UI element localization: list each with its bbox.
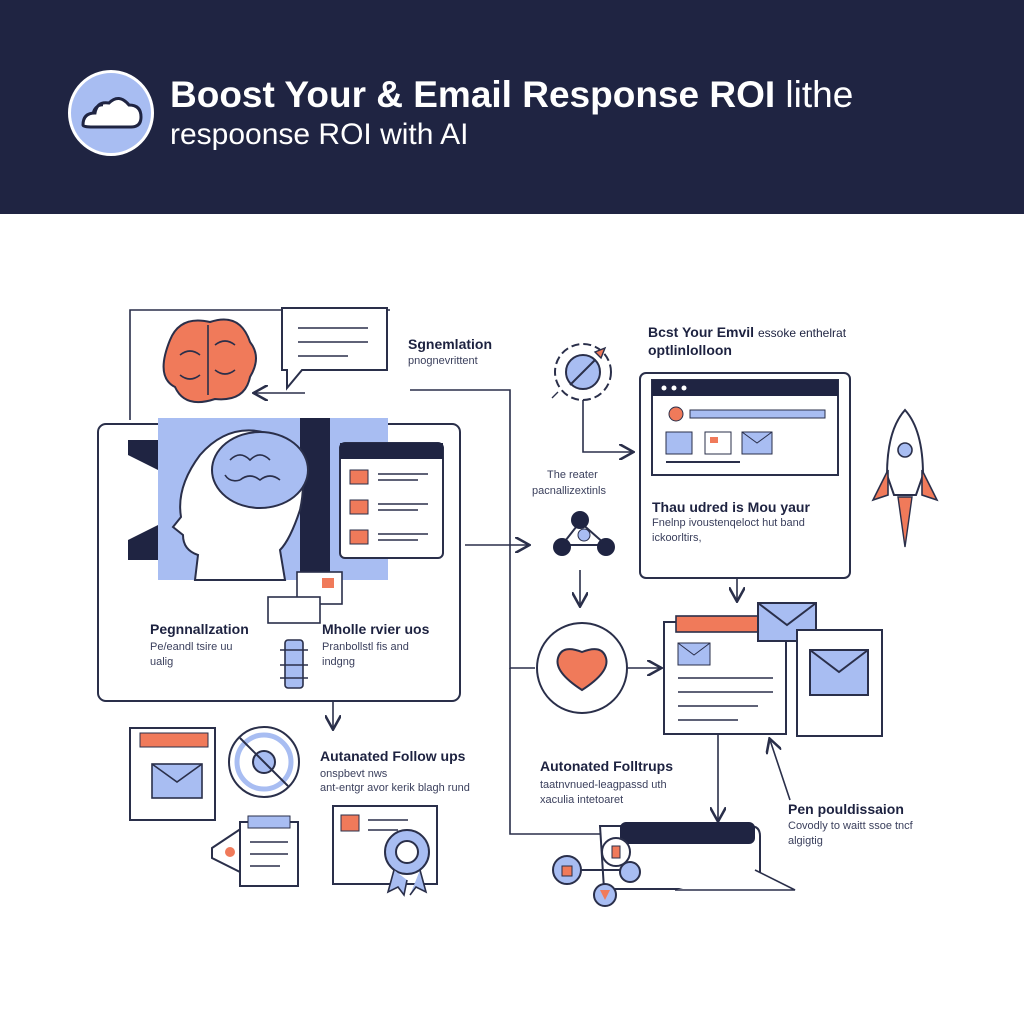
email-card-icon	[129, 727, 216, 821]
pen-subtitle-1: Covodly to waitt ssoe tncf	[788, 820, 913, 832]
badge-icon	[332, 805, 438, 897]
automated-followups-subtitle-2: ant-entgr avor kerik blagh rund	[320, 782, 470, 794]
profile-divider	[300, 418, 330, 578]
server-icon	[552, 822, 796, 907]
card-subtitle-2: ickoorltirs,	[652, 532, 702, 544]
personalization-subtitle-2: ualig	[150, 656, 174, 668]
megaphone-icon	[211, 815, 299, 887]
heart-icon	[536, 622, 628, 714]
rocket-icon	[871, 408, 939, 548]
personalization-title: Pegnnallzation	[150, 621, 249, 637]
automated-followups-subtitle-1: onspbevt nws	[320, 768, 388, 780]
network-icon	[553, 511, 615, 556]
gear-target-icon	[551, 343, 612, 401]
cloud-icon	[81, 97, 143, 129]
cloud-logo	[68, 70, 154, 156]
browser-window-icon	[651, 379, 839, 476]
page-subtitle: respoonse ROI with AI	[170, 118, 469, 151]
automated-followups-title: Autanated Follow ups	[320, 748, 466, 764]
personalization-subtitle-1: Pe/eandl tsire uu	[150, 641, 233, 653]
card-title: Thau udred is Mou yaur	[652, 499, 810, 515]
workflow-diagram	[97, 307, 939, 907]
optimization-title-line2: optlinlolloon	[648, 342, 732, 358]
mini-card-icon	[267, 571, 343, 624]
left-tab-bottom	[128, 525, 158, 560]
head-profile-icon	[171, 429, 309, 581]
automated-followups-2-subtitle-2: xaculia intetoaret	[540, 794, 624, 806]
gear-badge-icon	[228, 726, 300, 798]
page-title: Boost Your & Email Response ROI lithe	[170, 74, 854, 115]
phone-tool-icon	[280, 639, 308, 689]
speech-bubble-icon	[281, 307, 388, 391]
segmentation-title: Sgnemlation	[408, 336, 493, 352]
optimization-title: Bcst Your Emvil essoke enthelrat	[648, 324, 847, 340]
pen-subtitle-2: algigtig	[788, 835, 823, 847]
checklist-icon	[339, 442, 444, 559]
brain-icon	[162, 318, 257, 403]
card-subtitle-1: Fnelnp ivoustenqeloct hut band	[652, 517, 805, 529]
email-icon	[757, 602, 883, 737]
automated-followups-2-subtitle-1: taatnvnued-leagpassd uth	[540, 779, 667, 791]
automated-followups-2-title: Autonated Folltrups	[540, 758, 673, 774]
mobile-subtitle-2: indgng	[322, 656, 356, 668]
segmentation-subtitle: pnognevrittent	[408, 355, 478, 367]
pen-title: Pen pouldissaion	[788, 801, 904, 817]
mobile-subtitle-1: Pranbollstl fis and	[322, 641, 409, 653]
left-tab-top	[128, 440, 158, 470]
mobile-title: Mholle rvier uos	[322, 621, 430, 637]
personalization-center-line2: pacnallizextinls	[532, 485, 606, 497]
header-banner: Boost Your & Email Response ROI lithe re…	[0, 0, 1024, 214]
personalization-center-line1: The reater	[547, 469, 598, 481]
